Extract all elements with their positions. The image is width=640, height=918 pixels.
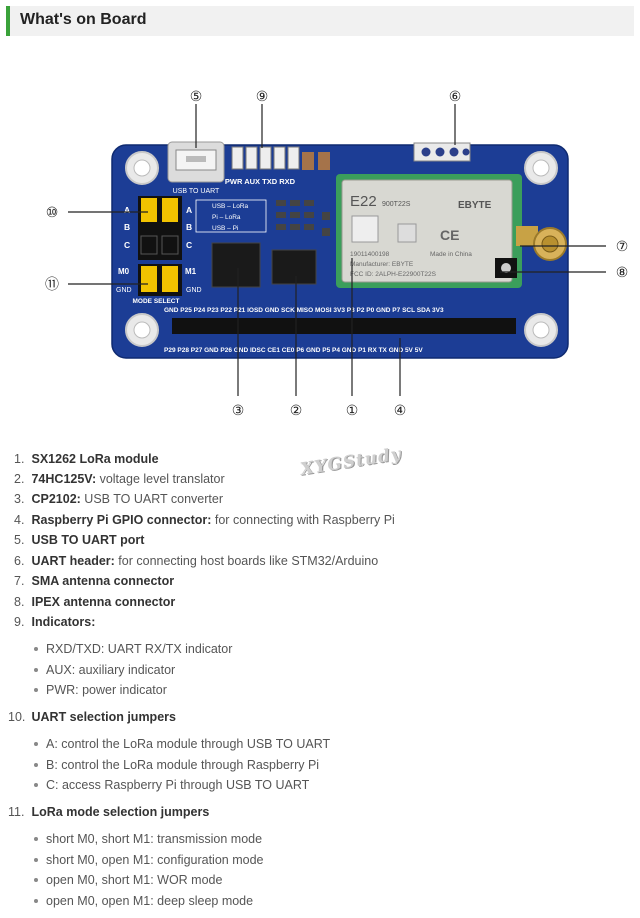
- svg-text:A: A: [186, 205, 192, 215]
- svg-text:A: A: [124, 205, 130, 215]
- sub-list-item: B: control the LoRa module through Raspb…: [34, 758, 319, 772]
- svg-text:⑩: ⑩: [46, 204, 59, 220]
- list-item: 7. SMA antenna connector: [14, 574, 174, 588]
- list-item: 11. LoRa mode selection jumpers: [8, 805, 209, 819]
- svg-text:B: B: [186, 222, 192, 232]
- 74hc125v-chip: [272, 250, 316, 284]
- svg-text:C: C: [186, 240, 192, 250]
- list-item: 6. UART header: for connecting host boar…: [14, 554, 378, 568]
- svg-text:③: ③: [232, 402, 245, 418]
- indicator-silk: PWR AUX TXD RXD: [225, 177, 296, 186]
- list-item: 1. SX1262 LoRa module: [14, 452, 159, 466]
- svg-text:Manufacturer: EBYTE: Manufacturer: EBYTE: [350, 261, 414, 268]
- bullet-icon: [34, 763, 38, 767]
- svg-text:C: C: [124, 240, 130, 250]
- bullet-icon: [34, 688, 38, 692]
- svg-text:②: ②: [290, 402, 303, 418]
- bullet-icon: [34, 837, 38, 841]
- uart-header: [414, 143, 470, 161]
- svg-text:B: B: [124, 222, 130, 232]
- svg-text:900T22S: 900T22S: [382, 201, 411, 208]
- list-item: 5. USB TO UART port: [14, 533, 144, 547]
- list-item: 9. Indicators:: [14, 615, 95, 629]
- page-title: What's on Board: [20, 11, 146, 29]
- list-item: 4. Raspberry Pi GPIO connector: for conn…: [14, 513, 395, 527]
- svg-text:Pi – LoRa: Pi – LoRa: [212, 214, 241, 221]
- board-diagram: USB TO UART PWR AUX TXD RXD A B C A B C …: [0, 70, 640, 430]
- bullet-icon: [34, 783, 38, 787]
- chip-label: E22: [350, 193, 377, 210]
- list-item: 8. IPEX antenna connector: [14, 595, 175, 609]
- bullet-icon: [34, 858, 38, 862]
- sub-list-item: A: control the LoRa module through USB T…: [34, 737, 330, 751]
- bullet-icon: [34, 878, 38, 882]
- sub-list-item: C: access Raspberry Pi through USB TO UA…: [34, 778, 309, 792]
- bullet-icon: [34, 899, 38, 903]
- sub-list-item: open M0, open M1: deep sleep mode: [34, 894, 253, 908]
- svg-text:⑧: ⑧: [616, 264, 629, 280]
- bullet-icon: [34, 647, 38, 651]
- list-item: 10. UART selection jumpers: [8, 710, 176, 724]
- svg-text:GND: GND: [116, 287, 132, 294]
- svg-text:④: ④: [394, 402, 407, 418]
- sub-list-item: short M0, open M1: configuration mode: [34, 853, 263, 867]
- section-header: What's on Board: [6, 6, 634, 36]
- uart-jumpers: [138, 196, 182, 296]
- svg-text:⑦: ⑦: [616, 238, 629, 254]
- svg-text:CE: CE: [440, 227, 459, 243]
- svg-text:⑥: ⑥: [449, 88, 462, 104]
- list-item: 2. 74HC125V: voltage level translator: [14, 472, 225, 486]
- gpio-pins-bottom: P29 P28 P27 GND P26 GND IDSC CE1 CE0 P6 …: [164, 347, 423, 354]
- svg-text:19011400198: 19011400198: [350, 251, 390, 258]
- sub-list-item: short M0, short M1: transmission mode: [34, 832, 262, 846]
- svg-text:USB – Pi: USB – Pi: [212, 225, 238, 232]
- svg-text:Made in China: Made in China: [430, 251, 472, 258]
- svg-text:GND: GND: [186, 287, 202, 294]
- usb-to-uart-silk: USB TO UART: [173, 188, 220, 195]
- svg-text:①: ①: [346, 402, 359, 418]
- bullet-icon: [34, 668, 38, 672]
- svg-text:M1: M1: [185, 267, 197, 276]
- sub-list-item: RXD/TXD: UART RX/TX indicator: [34, 642, 232, 656]
- cp2102-chip: [212, 243, 260, 287]
- gpio-header: [172, 318, 516, 334]
- svg-text:⑤: ⑤: [190, 88, 203, 104]
- sub-list-item: open M0, short M1: WOR mode: [34, 873, 222, 887]
- svg-text:M0: M0: [118, 267, 130, 276]
- list-item: 3. CP2102: USB TO UART converter: [14, 492, 223, 506]
- sub-list-item: AUX: auxiliary indicator: [34, 663, 175, 677]
- svg-text:FCC ID: 2ALPH-E22900T22S: FCC ID: 2ALPH-E22900T22S: [350, 271, 437, 278]
- svg-text:EBYTE: EBYTE: [458, 200, 492, 211]
- sub-list-item: PWR: power indicator: [34, 683, 167, 697]
- watermark: XYGStudy: [299, 444, 403, 480]
- svg-text:MODE SELECT: MODE SELECT: [133, 298, 180, 305]
- bullet-icon: [34, 742, 38, 746]
- gpio-pins-top: GND P25 P24 P23 P22 P21 IOSD GND SCK MIS…: [164, 307, 444, 314]
- svg-text:⑨: ⑨: [256, 88, 269, 104]
- svg-text:USB – LoRa: USB – LoRa: [212, 203, 249, 210]
- svg-text:⑪: ⑪: [45, 276, 59, 292]
